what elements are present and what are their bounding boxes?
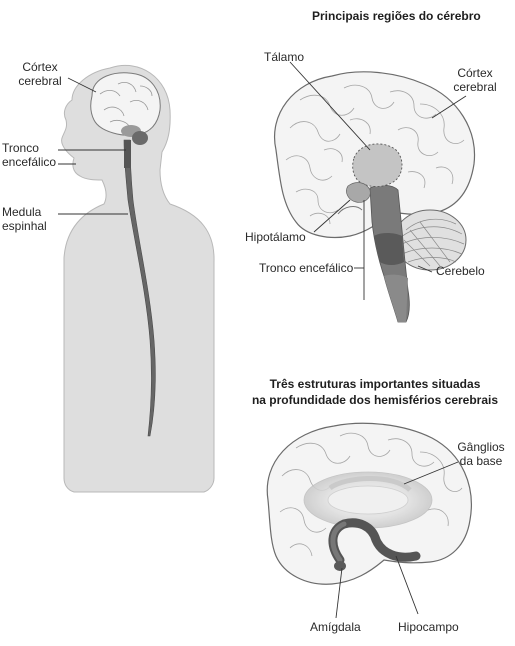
amygdala-label: Amígdala xyxy=(310,620,361,634)
basal-ganglia-label-line1: Gânglios xyxy=(452,440,510,454)
hypothalamus-label: Hipotálamo xyxy=(245,230,306,244)
deep-structures-title: Três estruturas importantes situadas na … xyxy=(240,376,510,408)
deep-structures-title-line2: na profundidade dos hemisférios cerebrai… xyxy=(240,392,510,408)
basal-ganglia-label-line2: da base xyxy=(452,454,510,468)
cerebellum-label: Cerebelo xyxy=(436,264,485,278)
regions-cortex-label-line2: cerebral xyxy=(446,80,504,94)
hippocampus-label: Hipocampo xyxy=(398,620,459,634)
body-brainstem-label-line2: encefálico xyxy=(2,155,56,169)
body-cortex-label: Córtex cerebral xyxy=(12,60,68,88)
body-spinal-cord-label: Medula espinhal xyxy=(2,205,47,233)
body-cortex-label-line1: Córtex xyxy=(12,60,68,74)
brain-regions-title: Principais regiões do cérebro xyxy=(312,9,481,23)
brain-regions-figure xyxy=(275,72,475,322)
body-spinal-cord-label-line2: espinhal xyxy=(2,219,47,233)
deep-structures-figure xyxy=(267,423,471,584)
deep-structures-title-line1: Três estruturas importantes situadas xyxy=(240,376,510,392)
regions-brainstem-label: Tronco encefálico xyxy=(259,261,353,275)
thalamus-label: Tálamo xyxy=(264,50,304,64)
body-brainstem-label: Tronco encefálico xyxy=(2,141,56,169)
basal-ganglia-label: Gânglios da base xyxy=(452,440,510,468)
body-brainstem xyxy=(124,140,131,168)
regions-cortex-label: Córtex cerebral xyxy=(446,66,504,94)
regions-cortex-label-line1: Córtex xyxy=(446,66,504,80)
body-spinal-cord-label-line1: Medula xyxy=(2,205,47,219)
body-brainstem-label-line1: Tronco xyxy=(2,141,56,155)
body-cortex-label-line2: cerebral xyxy=(12,74,68,88)
